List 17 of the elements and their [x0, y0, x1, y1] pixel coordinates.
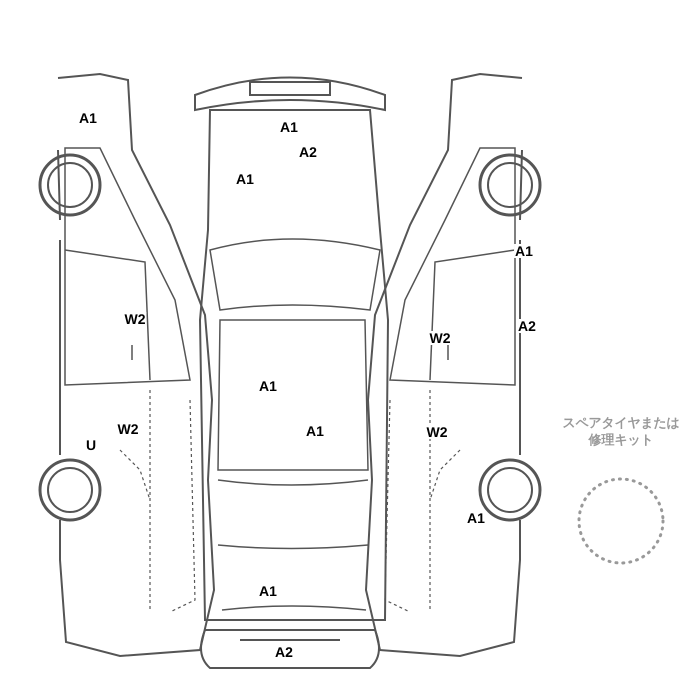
damage-code: A1	[514, 244, 534, 258]
damage-code: W2	[426, 425, 448, 439]
damage-code: U	[84, 438, 98, 452]
damage-code: A1	[305, 424, 325, 438]
damage-code: A1	[279, 120, 299, 134]
damage-code: A1	[258, 584, 278, 598]
damage-code: A1	[78, 111, 98, 125]
damage-code: W2	[116, 422, 140, 436]
damage-code: A1	[466, 511, 486, 525]
damage-code: A1	[235, 172, 255, 186]
damage-code: A2	[517, 319, 537, 333]
damage-code: A2	[274, 645, 294, 659]
damage-code: W2	[428, 331, 452, 345]
damage-code: A2	[298, 145, 318, 159]
spare-tire-label: スペアタイヤまたは修理キット	[562, 415, 680, 449]
damage-code: W2	[124, 312, 146, 326]
damage-code: A1	[258, 379, 278, 393]
